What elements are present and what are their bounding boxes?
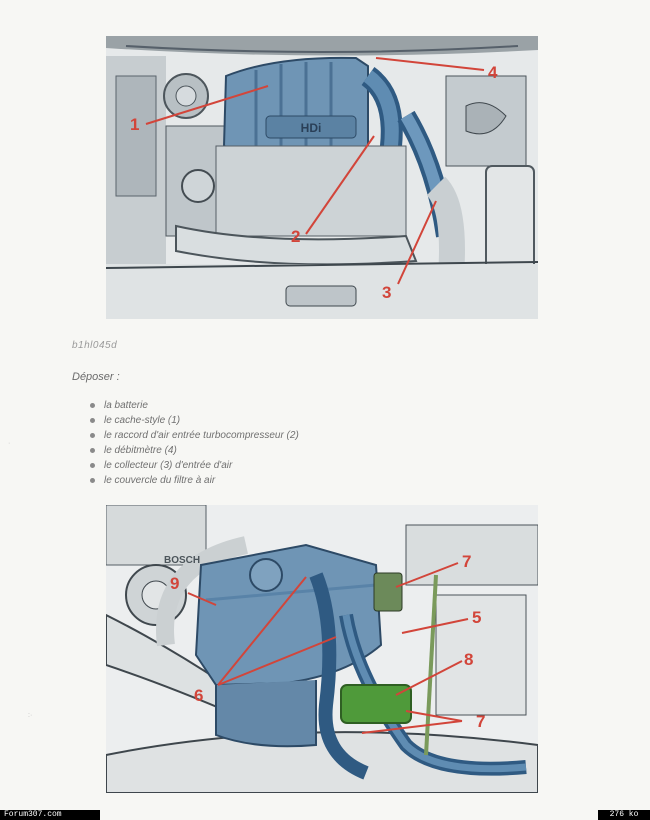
scan-speck: · [8,440,11,447]
callout-6: 6 [194,686,203,705]
callout-5: 5 [472,608,481,627]
callout-7-bottom: 7 [476,712,485,731]
scan-speck: :· [28,712,33,719]
callout-3: 3 [382,283,391,302]
callout-7-top: 7 [462,552,471,571]
callout-8: 8 [464,650,473,669]
callout-9: 9 [170,574,179,593]
list-item: le collecteur (3) d'entrée d'air [90,458,299,473]
list-item: le couvercle du filtre à air [90,473,299,488]
list-item: la batterie [90,398,299,413]
list-item: le raccord d'air entrée turbocompresseur… [90,428,299,443]
footer-site-label: Forum307.com [0,810,100,820]
fuel-filter-illustration: BOSCH 9 6 7 5 8 7 [106,505,538,793]
engine-bay-photo-top: HDi 1 2 3 4 [106,36,538,319]
instruction-heading: Déposer : [72,371,120,383]
removal-step-list: la batterie le cache-style (1) le raccor… [90,398,299,488]
engine-bay-photo-bottom: BOSCH 9 6 7 5 8 7 [106,505,538,793]
engine-bay-illustration-top: HDi 1 2 3 4 [106,36,538,319]
list-item: le cache-style (1) [90,413,299,428]
callout-1: 1 [130,115,139,134]
footer-file-size: 276 ko [598,810,650,820]
bosch-label: BOSCH [164,555,200,566]
hdi-badge: HDi [301,121,322,135]
figure-reference: b1hl045d [72,340,118,351]
callout-2: 2 [291,227,300,246]
callout-4: 4 [488,63,498,82]
list-item: le débitmètre (4) [90,443,299,458]
